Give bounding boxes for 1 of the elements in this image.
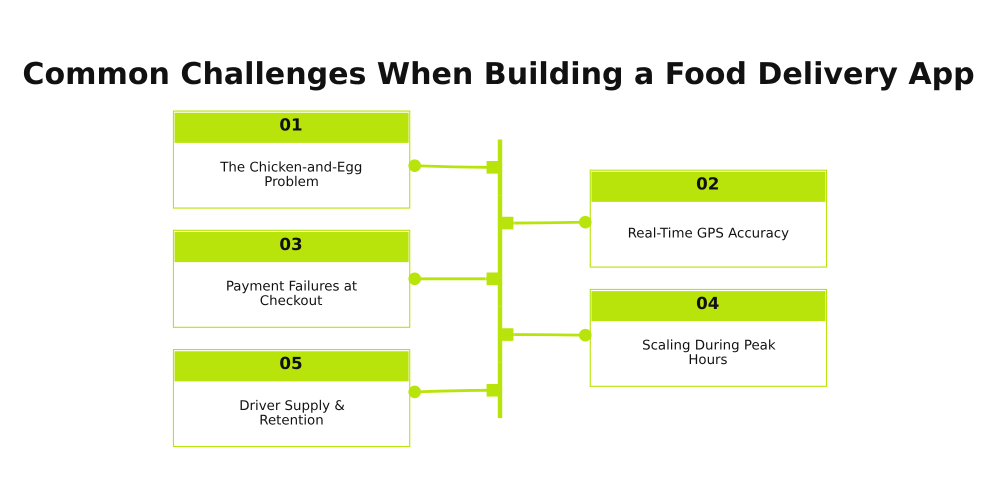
diagram-title: Common Challenges When Building a Food Delivery App bbox=[22, 56, 975, 92]
